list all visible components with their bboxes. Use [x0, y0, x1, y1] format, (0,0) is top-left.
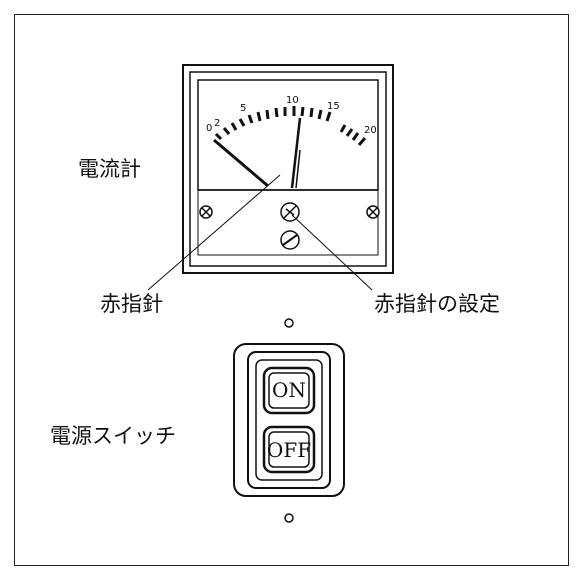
scale-tick — [345, 128, 354, 137]
outer-frame — [14, 14, 569, 566]
red-pointer-needle-back — [295, 149, 301, 189]
scale-tick — [300, 106, 305, 117]
scale-tick — [214, 132, 223, 141]
red-pointer-label: 赤指針 — [100, 292, 163, 316]
tick-label: 0 — [206, 123, 212, 134]
ammeter-label: 電流計 — [78, 157, 141, 181]
leader-red-pointer — [147, 174, 281, 291]
scale-tick — [256, 111, 262, 122]
scale-tick — [265, 109, 270, 120]
off-button-label: OFF — [267, 438, 311, 462]
off-button[interactable]: OFF — [262, 425, 316, 474]
black-pointer — [213, 138, 269, 188]
red-pointer-setting-label: 赤指針の設定 — [374, 292, 500, 316]
scale-tick — [317, 109, 323, 120]
red-pointer-needle — [290, 117, 302, 189]
scale-tick — [325, 111, 332, 122]
leader-red-pointer-setting — [291, 214, 373, 291]
right-screw — [366, 205, 380, 219]
tick-label: 20 — [364, 125, 377, 136]
scale-tick — [238, 118, 246, 127]
scale-tick — [351, 132, 360, 141]
red-pointer-setting-knob[interactable] — [280, 202, 300, 222]
dial-scale — [214, 106, 367, 146]
tick-label: 15 — [327, 101, 340, 112]
power-switch: ON OFF — [233, 343, 345, 497]
scale-tick — [357, 137, 367, 146]
left-screw — [199, 205, 213, 219]
scale-tick — [222, 127, 231, 135]
ammeter: 0 2 5 10 15 20 — [182, 64, 394, 274]
tick-label: 2 — [214, 118, 220, 129]
scale-tick — [339, 124, 347, 133]
scale-tick — [230, 122, 238, 131]
ammeter-lower-panel — [197, 189, 379, 256]
tick-label: 5 — [240, 103, 246, 114]
power-switch-label: 電源スイッチ — [50, 424, 176, 448]
scale-tick — [274, 107, 279, 118]
tick-label: 10 — [286, 95, 299, 106]
ammeter-inner-case — [189, 71, 387, 267]
top-mount-hole — [284, 318, 294, 328]
scale-tick — [309, 107, 314, 118]
scale-tick — [247, 114, 254, 124]
bottom-mount-hole — [284, 513, 294, 523]
on-button[interactable]: ON — [262, 366, 316, 415]
dial-tick-labels: 0 2 5 10 15 20 — [206, 95, 377, 136]
zero-adjust-screw[interactable] — [280, 230, 300, 250]
on-button-label: ON — [272, 378, 306, 402]
